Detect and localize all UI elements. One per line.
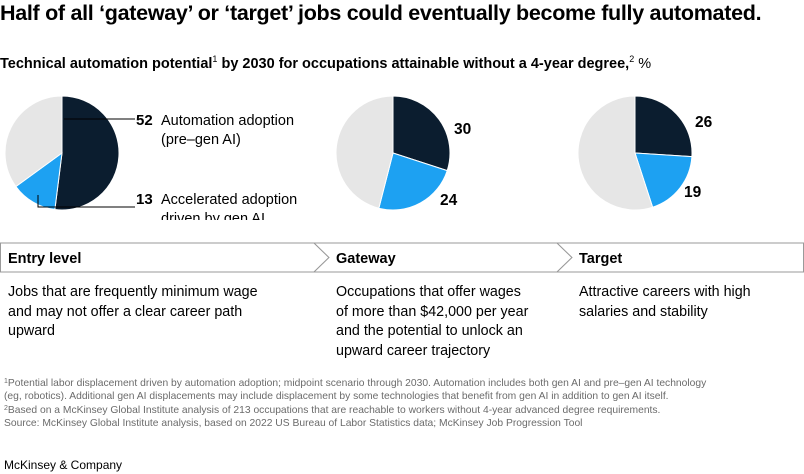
pie-slice-remainder [4, 95, 63, 188]
subtitle-footnote-ref-1: 1 [212, 54, 218, 64]
stage-label-gateway: Gateway [336, 251, 396, 267]
desc-line: Attractive careers with high [579, 284, 751, 300]
stage-desc-entry-level: Jobs that are frequently minimum wage an… [8, 283, 258, 342]
pie-slice-adoption [54, 95, 120, 211]
legend-adoption-label: Automation adoption [161, 113, 294, 129]
source-note: Source: McKinsey Global Institute analys… [4, 417, 583, 429]
desc-line: of more than $42,000 per year [336, 303, 529, 320]
chart-title: Half of all ‘gateway’ or ‘target’ jobs c… [0, 1, 762, 25]
chart-subtitle: Technical automation potential1 by 2030 … [0, 54, 804, 72]
legend-genai-label-2: driven by gen AI [161, 211, 265, 220]
stage-desc-gateway: Occupations that offer wages of more tha… [336, 283, 528, 361]
footnote-1-marker: 1 [4, 378, 8, 385]
legend-genai-value: 13 [136, 191, 153, 208]
pie-slice-gen-ai [378, 152, 448, 211]
footnotes: 1Potential labor displacement driven by … [4, 376, 804, 430]
stage-label-target: Target [579, 251, 622, 267]
desc-line: Occupations that offer wages [336, 284, 521, 300]
footnote-1-line-2: (eg, robotics). Additional gen AI displa… [4, 390, 669, 402]
stage-desc-target: Attractive careers with high salaries an… [579, 283, 751, 322]
desc-line: upward career trajectory [336, 342, 491, 359]
desc-line: Jobs that are frequently minimum wage [8, 284, 258, 300]
footnote-1-line-1: 1Potential labor displacement driven by … [4, 376, 804, 391]
pie-slice-gen-ai [634, 152, 693, 208]
footnote-2: 2Based on a McKinsey Global Institute an… [4, 403, 804, 418]
desc-line: and may not offer a clear career path [8, 303, 243, 320]
gateway-genai-label: 24 [440, 192, 458, 209]
callout-leader-genai [37, 195, 135, 208]
footnote-2-text: Based on a McKinsey Global Institute ana… [7, 405, 661, 416]
desc-line: and the potential to unlock an [336, 323, 523, 339]
mckinsey-logo: McKinsey & Company [4, 458, 123, 472]
pie-slice-adoption [634, 95, 693, 158]
pie-gateway [335, 95, 451, 211]
footnote-1-text: Potential labor displacement driven by a… [7, 378, 707, 389]
stage-arrow-target [555, 242, 804, 273]
stage-label-entry-level: Entry level [8, 251, 81, 267]
gateway-adoption-label: 30 [454, 121, 471, 138]
legend-adoption-label-2: (pre–gen AI) [161, 132, 241, 148]
pie-slice-adoption [392, 95, 451, 172]
pie-slice-remainder [335, 95, 394, 209]
pie-charts: 52 Automation adoption (pre–gen AI) 13 A… [4, 95, 713, 220]
target-genai-label: 19 [684, 184, 702, 201]
subtitle-unit: % [638, 56, 652, 72]
legend-genai-label: Accelerated adoption [161, 192, 297, 208]
footnote-2-marker: 2 [4, 405, 8, 412]
career-stage-bar: Entry level Gateway Target [0, 242, 804, 273]
pie-slice-remainder [577, 95, 654, 211]
subtitle-footnote-ref-2: 2 [629, 54, 635, 64]
legend-adoption-value: 52 [136, 112, 153, 129]
subtitle-text-a: Technical automation potential [0, 56, 213, 72]
subtitle-text-b: by 2030 for occupations attainable witho… [217, 56, 630, 72]
target-adoption-label: 26 [695, 114, 713, 131]
desc-line: salaries and stability [579, 303, 708, 320]
desc-line: upward [8, 323, 55, 339]
pie-target [577, 95, 693, 211]
pie-entry-level [4, 95, 120, 211]
